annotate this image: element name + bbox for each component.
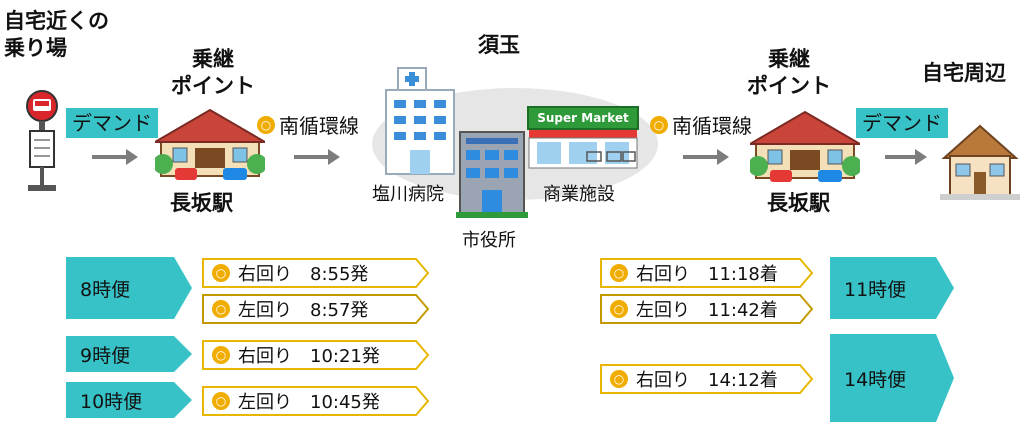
- transfer-left-line1: 乗継: [192, 47, 234, 71]
- leg-direction: 左回り: [636, 300, 690, 321]
- flow-arrow-4: [885, 149, 927, 165]
- trip-arrow-shape: [66, 257, 192, 319]
- leg-arrow-shape: [600, 294, 814, 324]
- house-icon: [940, 124, 1020, 200]
- leg-arrow-shape: [202, 340, 430, 370]
- arrival-11-left: ○ 左回り 11:42着: [600, 294, 814, 324]
- route-label-left: ○ 南循環線: [257, 110, 359, 139]
- leg-time: 8:55発: [310, 264, 369, 285]
- trip-arrow-shape: [830, 334, 954, 422]
- leg-arrow-shape: [202, 386, 430, 416]
- transfer-point-heading-right: 乗継 ポイント: [742, 46, 836, 100]
- departure-10-left: ○ 左回り 10:45発: [202, 386, 430, 416]
- coin-icon: ○: [610, 370, 628, 388]
- home-stop-heading: 自宅近くの 乗り場: [4, 8, 109, 62]
- leg-direction: 右回り: [636, 264, 690, 285]
- coin-icon: ○: [650, 115, 668, 134]
- leg-time: 10:21発: [310, 346, 380, 367]
- leg-arrow-shape: [600, 364, 814, 394]
- trip-label: 8時便: [80, 278, 131, 301]
- leg-direction: 左回り: [238, 300, 292, 321]
- leg-time: 8:57発: [310, 300, 369, 321]
- trip-label: 14時便: [844, 368, 907, 391]
- route-name-left: 南循環線: [279, 114, 359, 138]
- leg-direction: 左回り: [238, 392, 292, 413]
- supermarket-storefront: [528, 130, 638, 169]
- station-name-right: 長坂駅: [767, 191, 830, 215]
- trip-badge-10: 10時便: [66, 382, 192, 418]
- transfer-right-line1: 乗継: [768, 47, 810, 71]
- trip-badge-9: 9時便: [66, 336, 192, 372]
- home-stop-heading-line2: 乗り場: [4, 36, 67, 60]
- departure-8-left: ○ 左回り 8:57発: [202, 294, 430, 324]
- home-area-heading: 自宅周辺: [922, 61, 1006, 85]
- leg-direction: 右回り: [636, 370, 690, 391]
- leg-time: 11:42着: [708, 300, 778, 321]
- leg-arrow-shape: [202, 258, 430, 288]
- bus-stop-icon: [26, 90, 58, 191]
- demand-label-left: デマンド: [66, 108, 158, 138]
- trip-label: 11時便: [844, 278, 907, 301]
- station-icon-right: [750, 110, 860, 182]
- route-name-right: 南循環線: [672, 114, 752, 138]
- arrival-14-right: ○ 右回り 14:12着: [600, 364, 814, 394]
- home-stop-heading-line1: 自宅近くの: [4, 9, 109, 33]
- flow-arrow-1: [92, 149, 138, 165]
- city-hall-icon: [456, 131, 528, 218]
- transfer-left-line2: ポイント: [171, 74, 255, 98]
- trip-badge-11: 11時便: [830, 257, 954, 319]
- coin-icon: ○: [212, 264, 230, 282]
- trip-label: 10時便: [80, 390, 143, 413]
- hospital-label: 塩川病院: [372, 184, 444, 205]
- commercial-label: 商業施設: [543, 184, 615, 205]
- coin-icon: ○: [610, 300, 628, 318]
- center-heading: 須玉: [478, 33, 520, 57]
- trip-label: 9時便: [80, 344, 131, 367]
- trip-badge-14: 14時便: [830, 334, 954, 422]
- departure-8-right: ○ 右回り 8:55発: [202, 258, 430, 288]
- leg-time: 14:12着: [708, 370, 778, 391]
- leg-direction: 右回り: [238, 264, 292, 285]
- trip-arrow-shape: [830, 257, 954, 319]
- coin-icon: ○: [610, 264, 628, 282]
- leg-arrow-shape: [600, 258, 814, 288]
- station-icon-left: [155, 108, 265, 180]
- transfer-point-heading-left: 乗継 ポイント: [166, 46, 260, 100]
- leg-time: 11:18着: [708, 264, 778, 285]
- leg-time: 10:45発: [310, 392, 380, 413]
- trip-arrow-shape: [66, 336, 192, 372]
- city-hall-label: 市役所: [462, 230, 516, 251]
- leg-arrow-shape: [202, 294, 430, 324]
- supermarket-sign: Super Market: [527, 106, 639, 130]
- departure-9-right: ○ 右回り 10:21発: [202, 340, 430, 370]
- coin-icon: ○: [212, 346, 230, 364]
- supermarket-icon: Super Market: [527, 106, 639, 170]
- route-label-right: ○ 南循環線: [650, 110, 752, 139]
- coin-icon: ○: [212, 300, 230, 318]
- arrival-11-right: ○ 右回り 11:18着: [600, 258, 814, 288]
- coin-icon: ○: [212, 392, 230, 410]
- leg-direction: 右回り: [238, 346, 292, 367]
- trip-arrow-shape: [66, 382, 192, 418]
- coin-icon: ○: [257, 115, 275, 134]
- demand-label-right: デマンド: [856, 108, 948, 138]
- trip-badge-8: 8時便: [66, 257, 192, 319]
- hospital-icon: [385, 67, 455, 175]
- flow-arrow-3: [683, 149, 729, 165]
- station-name-left: 長坂駅: [170, 191, 233, 215]
- flow-arrow-2: [294, 149, 340, 165]
- transfer-right-line2: ポイント: [747, 74, 831, 98]
